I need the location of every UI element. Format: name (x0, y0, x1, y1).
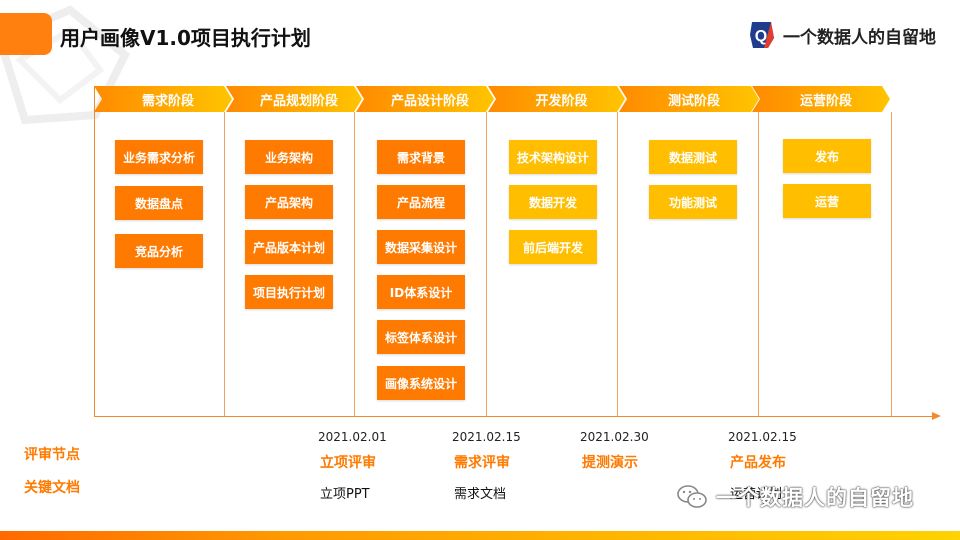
timeline-y-axis (94, 86, 95, 416)
task-version-plan: 产品版本计划 (245, 230, 333, 264)
wechat-icon (677, 485, 707, 508)
phase-operations: 运营阶段 (752, 86, 890, 112)
milestone-document: 运营计划 (730, 487, 783, 502)
task-tech-architecture: 技术架构设计 (509, 140, 597, 174)
page-title: 用户画像V1.0项目执行计划 (60, 26, 311, 50)
corner-decoration (0, 5, 131, 125)
phase-design: 产品设计阶段 (356, 86, 494, 112)
milestone-review: 提测演示 (582, 455, 638, 471)
phase-testing: 测试阶段 (619, 86, 759, 112)
task-release: 发布 (783, 139, 871, 173)
milestone-date: 2021.02.15 (728, 430, 797, 444)
task-business-architecture: 业务架构 (245, 140, 333, 174)
key-docs-label: 关键文档 (24, 480, 80, 496)
phase-planning: 产品规划阶段 (226, 86, 362, 112)
watermark: 一个数据人的自留地 (676, 482, 914, 512)
milestone-document: 立项PPT (320, 487, 370, 502)
task-product-flow: 产品流程 (377, 185, 465, 219)
task-profile-system-design: 画像系统设计 (377, 366, 465, 400)
brand-name: 一个数据人的自留地 (783, 27, 936, 48)
task-tag-system-design: 标签体系设计 (377, 320, 465, 354)
phase-requirements: 需求阶段 (94, 86, 232, 112)
title-accent-block (0, 13, 52, 55)
phase-divider (758, 112, 759, 416)
task-fullstack-development: 前后端开发 (509, 230, 597, 264)
task-business-requirements: 业务需求分析 (115, 140, 203, 174)
phase-divider (354, 112, 355, 416)
phase-label: 产品设计阶段 (390, 93, 469, 109)
task-data-development: 数据开发 (509, 185, 597, 219)
brand-logo-icon: Q (750, 22, 774, 48)
task-requirement-background: 需求背景 (377, 140, 465, 174)
phase-divider (891, 112, 892, 416)
phase-divider (486, 112, 487, 416)
phase-divider (617, 112, 618, 416)
task-product-architecture: 产品架构 (245, 185, 333, 219)
task-competitor-analysis: 竞品分析 (115, 234, 203, 268)
milestone-document: 需求文档 (454, 487, 507, 502)
task-data-testing: 数据测试 (649, 140, 737, 174)
phase-label: 产品规划阶段 (259, 93, 338, 109)
milestone-review: 需求评审 (454, 455, 510, 471)
phase-development: 开发阶段 (488, 86, 625, 112)
task-execution-plan: 项目执行计划 (245, 275, 333, 309)
milestone-date: 2021.02.15 (452, 430, 521, 444)
phase-divider (224, 112, 225, 416)
timeline-arrow-icon (932, 412, 941, 420)
task-data-collection-design: 数据采集设计 (377, 230, 465, 264)
milestone-date: 2021.02.01 (318, 430, 387, 444)
timeline-x-axis (94, 416, 934, 417)
milestone-date: 2021.02.30 (580, 430, 649, 444)
phase-label: 运营阶段 (799, 93, 852, 109)
milestone-review: 产品发布 (730, 455, 786, 471)
review-nodes-label: 评审节点 (24, 447, 80, 463)
watermark-text: 一个数据人的自留地 (716, 486, 914, 510)
phase-label: 开发阶段 (535, 93, 588, 109)
phase-label: 测试阶段 (667, 93, 720, 109)
task-id-system-design: ID体系设计 (377, 275, 465, 309)
task-function-testing: 功能测试 (649, 185, 737, 219)
phase-label: 需求阶段 (141, 93, 194, 109)
brand-logo-letter: Q (755, 28, 767, 45)
task-data-inventory: 数据盘点 (115, 186, 203, 220)
milestone-review: 立项评审 (320, 455, 376, 471)
brand: Q 一个数据人的自留地 (749, 20, 936, 50)
footer-gradient-bar (0, 531, 960, 540)
task-operations: 运营 (783, 184, 871, 218)
